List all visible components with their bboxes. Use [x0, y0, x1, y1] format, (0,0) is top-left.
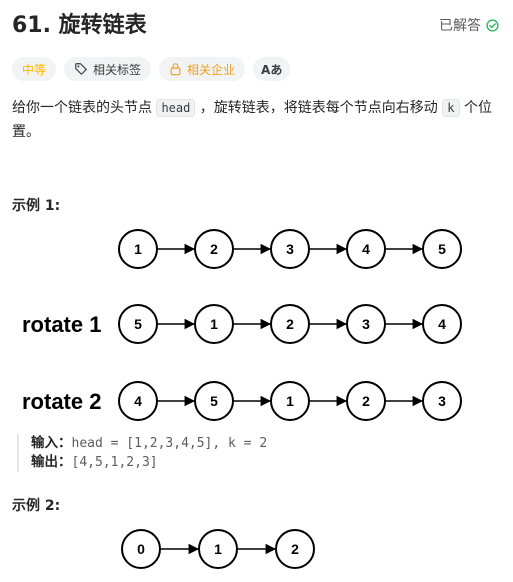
solved-status: 已解答	[439, 15, 499, 35]
list-node	[422, 229, 462, 269]
list-node-value: 3	[286, 241, 294, 257]
list-node-value: 4	[362, 241, 370, 257]
list-node	[275, 529, 315, 569]
list-node	[422, 381, 462, 421]
example-1-diagram: 1 2 3 4 5 rotate 1 5 1 2 3 4 rotate 2 4 5 1 2 3	[22, 229, 462, 421]
list-node-value: 3	[438, 393, 446, 409]
companies-label: 相关企业	[187, 62, 236, 77]
list-node-value: 1	[214, 541, 222, 557]
tag-bar: 中等 相关标签 相关企业 Aあ	[12, 57, 291, 81]
list-node-value: 2	[291, 541, 299, 557]
list-node-value: 4	[134, 393, 142, 409]
rotation-label: rotate 2	[22, 389, 101, 414]
lock-icon	[169, 62, 182, 76]
difficulty-label: 中等	[22, 62, 47, 77]
list-node-value: 5	[134, 316, 142, 332]
inline-code-k: k	[442, 99, 460, 117]
list-node-value: 4	[438, 316, 446, 332]
list-node-value: 2	[362, 393, 370, 409]
list-node-value: 1	[286, 393, 294, 409]
page-title: 61. 旋转链表	[12, 13, 147, 38]
companies-tag-button[interactable]: 相关企业	[159, 57, 246, 81]
translate-button[interactable]: Aあ	[253, 57, 291, 81]
difficulty-tag[interactable]: 中等	[12, 57, 57, 81]
topics-label: 相关标签	[93, 62, 142, 77]
problem-description: 给你一个链表的头节点 head ，旋转链表，将链表每个节点向右移动 k 个位置。	[12, 96, 498, 144]
example-1-heading: 示例 1:	[12, 198, 61, 214]
list-node-value: 5	[438, 241, 446, 257]
output-value: [4,5,1,2,3]	[71, 455, 158, 470]
solved-label: 已解答	[439, 18, 481, 34]
description-text: ，旋转链表，将链表每个节点向右移动	[195, 100, 443, 116]
inline-code-head: head	[156, 99, 196, 117]
list-node-value: 0	[137, 541, 145, 557]
list-node-value: 5	[210, 393, 218, 409]
list-node	[422, 304, 462, 344]
rotation-label: rotate 1	[22, 312, 101, 337]
topics-tag-button[interactable]: 相关标签	[64, 57, 152, 81]
description-text: 个位置。	[12, 100, 492, 140]
check-circle-icon	[486, 18, 499, 32]
list-node-value: 1	[134, 241, 142, 257]
translate-icon: Aあ	[261, 62, 283, 77]
list-node-value: 2	[210, 241, 218, 257]
list-node-value: 2	[286, 316, 294, 332]
list-node-value: 1	[210, 316, 218, 332]
output-label: 输出：	[31, 454, 72, 470]
description-text: 给你一个链表的头节点	[12, 100, 157, 116]
tag-icon	[74, 62, 88, 76]
input-value: head = [1,2,3,4,5], k = 2	[71, 436, 268, 451]
input-label: 输入：	[31, 435, 72, 451]
example-1-io: 输入：head = [1,2,3,4,5], k = 2 输出：[4,5,1,2…	[17, 434, 267, 472]
example-2-heading: 示例 2:	[12, 498, 61, 514]
list-node-value: 3	[362, 316, 370, 332]
